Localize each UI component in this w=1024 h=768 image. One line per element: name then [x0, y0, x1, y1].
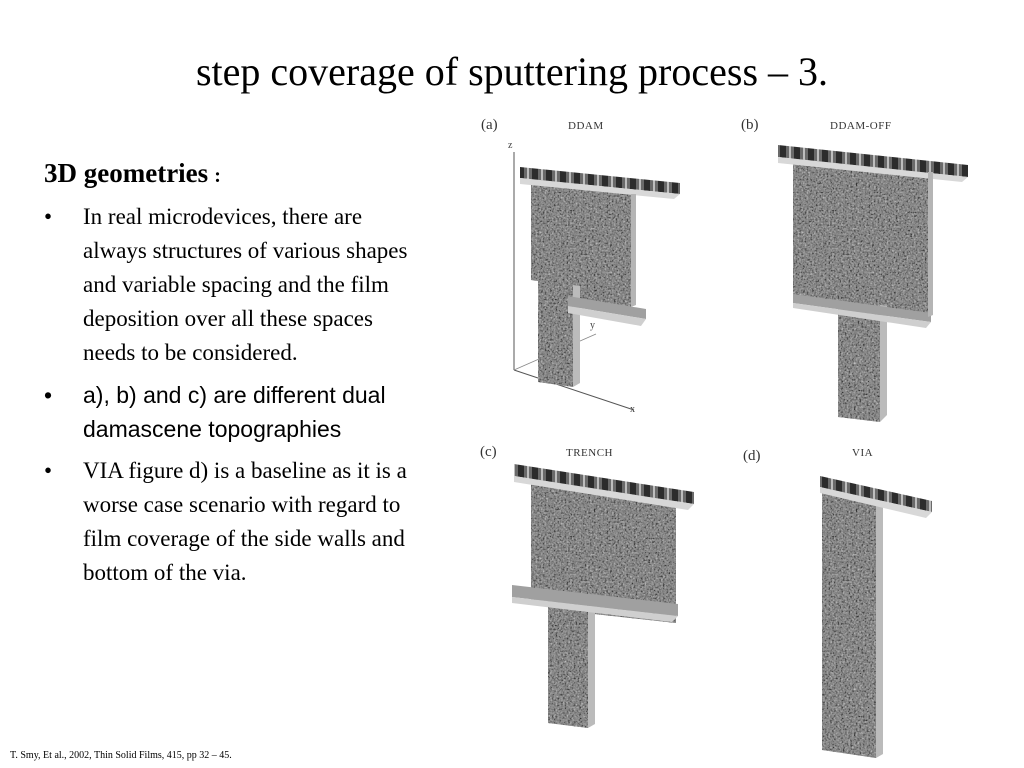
figure-panel-a: (a) DDAM z y x [476, 112, 716, 432]
panel-name: DDAM [568, 120, 604, 132]
panel-name: VIA [852, 447, 873, 459]
figure-panel-d: (d) VIA [738, 438, 978, 758]
subheading-text: 3D geometries [44, 158, 209, 188]
subheading: 3D geometries: [44, 155, 419, 194]
bullet-text: a), b) and c) are different dual damasce… [83, 382, 386, 442]
panel-name: TRENCH [566, 447, 613, 459]
panel-label: (b) [741, 117, 759, 133]
ddam-off-structure-image: (b) DDAM-OFF [741, 117, 968, 422]
bullet-marker: • [44, 204, 53, 229]
bullet-item: • In real microdevices, there are always … [44, 200, 419, 370]
subheading-colon: : [214, 165, 221, 187]
bullet-item: • a), b) and c) are different dual damasc… [44, 378, 419, 446]
panel-label: (c) [480, 444, 497, 460]
panel-label: (a) [481, 117, 498, 133]
axis-x-label: x [630, 404, 635, 415]
bullet-list: • In real microdevices, there are always … [44, 200, 419, 590]
citation: T. Smy, Et al., 2002, Thin Solid Films, … [10, 750, 232, 761]
figure-panel-c: (c) TRENCH [476, 438, 716, 738]
panel-label: (d) [743, 448, 761, 464]
bullet-text: In real microdevices, there are always s… [83, 204, 408, 365]
bullet-item: • VIA figure d) is a baseline as it is a … [44, 454, 419, 590]
trench-structure-image: (c) TRENCH [480, 444, 694, 728]
panel-name: DDAM-OFF [830, 120, 891, 132]
bullet-marker: • [44, 458, 53, 483]
slide-title: step coverage of sputtering process – 3. [195, 49, 829, 94]
bullet-marker: • [44, 382, 53, 408]
axis-y-label: y [590, 320, 595, 331]
slide-body: 3D geometries: • In real microdevices, th… [44, 155, 419, 598]
bullet-text: VIA figure d) is a baseline as it is a w… [83, 458, 407, 585]
figure-panel-b: (b) DDAM-OFF [738, 112, 978, 432]
ddam-structure-image: (a) DDAM z y x [481, 117, 680, 415]
via-structure-image: (d) VIA [743, 447, 932, 758]
axis-z-label: z [508, 140, 513, 151]
